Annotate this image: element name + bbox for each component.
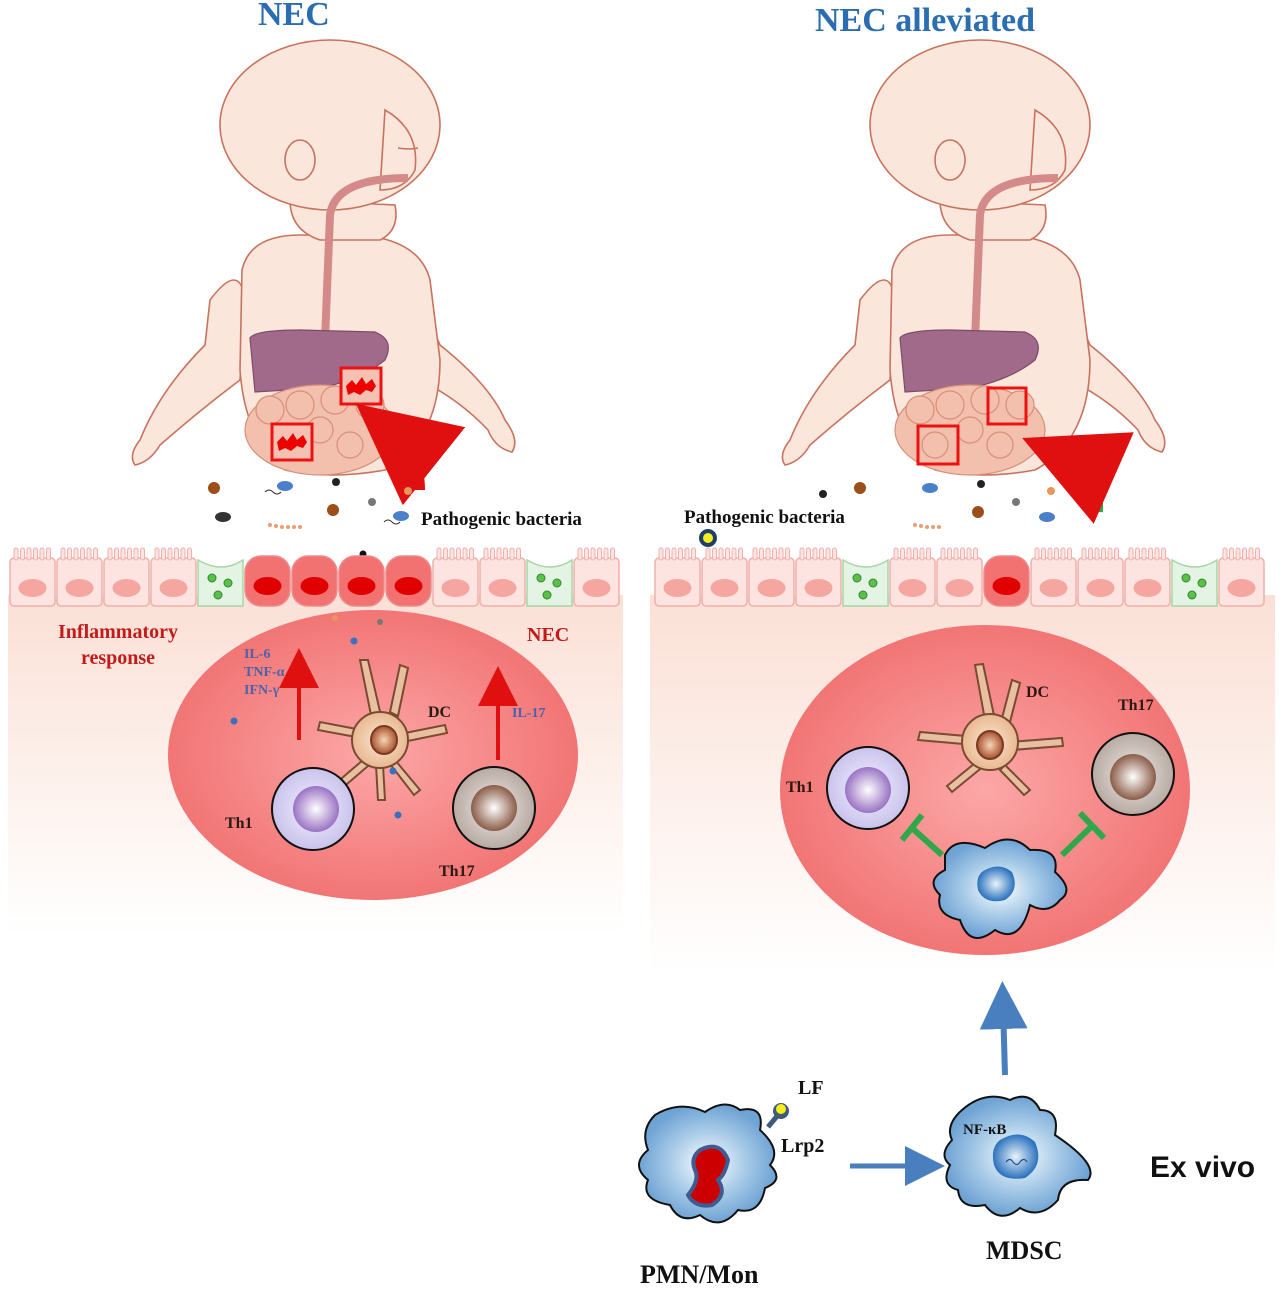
- lf-bound-receptor: [699, 529, 717, 547]
- enterocyte: [701, 547, 748, 607]
- healed-box-lower: [916, 424, 960, 466]
- lesion-box-upper: [339, 366, 383, 406]
- esophagus: [321, 174, 409, 341]
- cytokine-ifng: IFN-γ: [244, 683, 280, 699]
- enterocyte: [56, 547, 103, 607]
- lesion-box-lower: [270, 422, 314, 462]
- th17-cell: [452, 766, 536, 850]
- damaged-cell: [385, 555, 432, 607]
- enterocyte: [103, 547, 150, 607]
- cytokine-il6: IL-6: [244, 647, 271, 662]
- enterocyte: [654, 547, 701, 607]
- intestines: [894, 384, 1046, 476]
- lamina-propria: [780, 625, 1190, 955]
- lrp2-label: Lrp2: [781, 1135, 825, 1157]
- invasion-arrow: [355, 403, 466, 506]
- mdsc-cell: [943, 1095, 1092, 1217]
- bacteria-cluster: [208, 478, 412, 558]
- damaged-cell: [244, 555, 291, 607]
- enterocyte: [889, 547, 936, 607]
- mdsc-transfer-arrow: [979, 981, 1028, 1076]
- dna-icon: [1005, 1158, 1028, 1166]
- goblet-cell: [526, 558, 573, 607]
- recovery-arrow: [1022, 432, 1134, 524]
- ex-vivo-section: [638, 1095, 1092, 1224]
- enterocyte: [1030, 547, 1077, 607]
- inhibition-th1: [899, 813, 945, 858]
- goblet-cell: [842, 558, 889, 607]
- th1-cytokine-list: IL-6 TNF-α IFN-γ: [244, 646, 284, 701]
- mdsc-label: MDSC: [986, 1236, 1063, 1265]
- enterocyte: [9, 547, 56, 607]
- healed-box-upper: [986, 386, 1028, 426]
- enterocyte: [1077, 547, 1124, 607]
- enterocyte: [795, 547, 842, 607]
- epithelium-left: [9, 547, 620, 607]
- ex-vivo-label: Ex vivo: [1150, 1151, 1256, 1184]
- dendritic-cell: [316, 659, 449, 801]
- left-th17-label: Th17: [439, 863, 475, 880]
- goblet-cell: [197, 558, 244, 607]
- inflammatory-label-line2: response: [80, 647, 156, 669]
- right-panel: [650, 39, 1275, 1076]
- cytokine-dots: [230, 615, 402, 819]
- infant-illustration: [131, 39, 516, 476]
- right-dc-label: DC: [1026, 684, 1050, 701]
- damaged-cell: [983, 555, 1030, 607]
- enterocyte: [1124, 547, 1171, 607]
- th17-cell: [1091, 732, 1175, 816]
- cytokine-tnfa: TNF-α: [244, 665, 285, 681]
- left-panel-title: NEC: [258, 0, 330, 33]
- th1-cell: [271, 767, 355, 851]
- enterocyte: [150, 547, 197, 607]
- right-panel-title: NEC alleviated: [815, 2, 1036, 39]
- right-th1-label: Th1: [786, 779, 814, 796]
- left-bacteria-label: Pathogenic bacteria: [421, 509, 582, 530]
- nfkb-label: NF-κB: [963, 1122, 1007, 1138]
- enterocyte: [1218, 547, 1265, 607]
- goblet-cell: [1171, 558, 1218, 607]
- inflammatory-label: Inflammatory response: [38, 622, 198, 668]
- enterocyte: [573, 547, 620, 607]
- right-bacteria-label: Pathogenic bacteria: [684, 507, 845, 528]
- inhibition-th17: [1059, 810, 1107, 858]
- enterocyte: [479, 547, 526, 607]
- left-dc-label: DC: [428, 704, 452, 721]
- enterocyte: [748, 547, 795, 607]
- enterocyte: [432, 547, 479, 607]
- inflammatory-label-line1: Inflammatory: [58, 621, 178, 643]
- th1-cell: [826, 746, 910, 830]
- right-th17-label: Th17: [1118, 697, 1154, 714]
- cytokine-il17: IL-17: [512, 706, 546, 721]
- enterocyte: [936, 547, 983, 607]
- bacteria-cluster: [699, 480, 1055, 547]
- esophagus: [971, 174, 1059, 341]
- epithelium-right: [654, 547, 1265, 607]
- damaged-cell: [291, 555, 338, 607]
- left-panel: [8, 39, 623, 935]
- liver: [899, 329, 1039, 393]
- pmn-mon-label: PMN/Mon: [640, 1260, 759, 1289]
- dendritic-cell: [916, 662, 1065, 797]
- nec-tissue-label: NEC: [527, 624, 570, 646]
- left-th1-label: Th1: [225, 815, 253, 832]
- lrp2-receptor: [766, 1103, 789, 1129]
- damaged-cell: [338, 555, 385, 607]
- mdsc-in-tissue: [932, 838, 1068, 939]
- pmn-mon-cell: [638, 1103, 778, 1224]
- lf-label: LF: [798, 1077, 824, 1099]
